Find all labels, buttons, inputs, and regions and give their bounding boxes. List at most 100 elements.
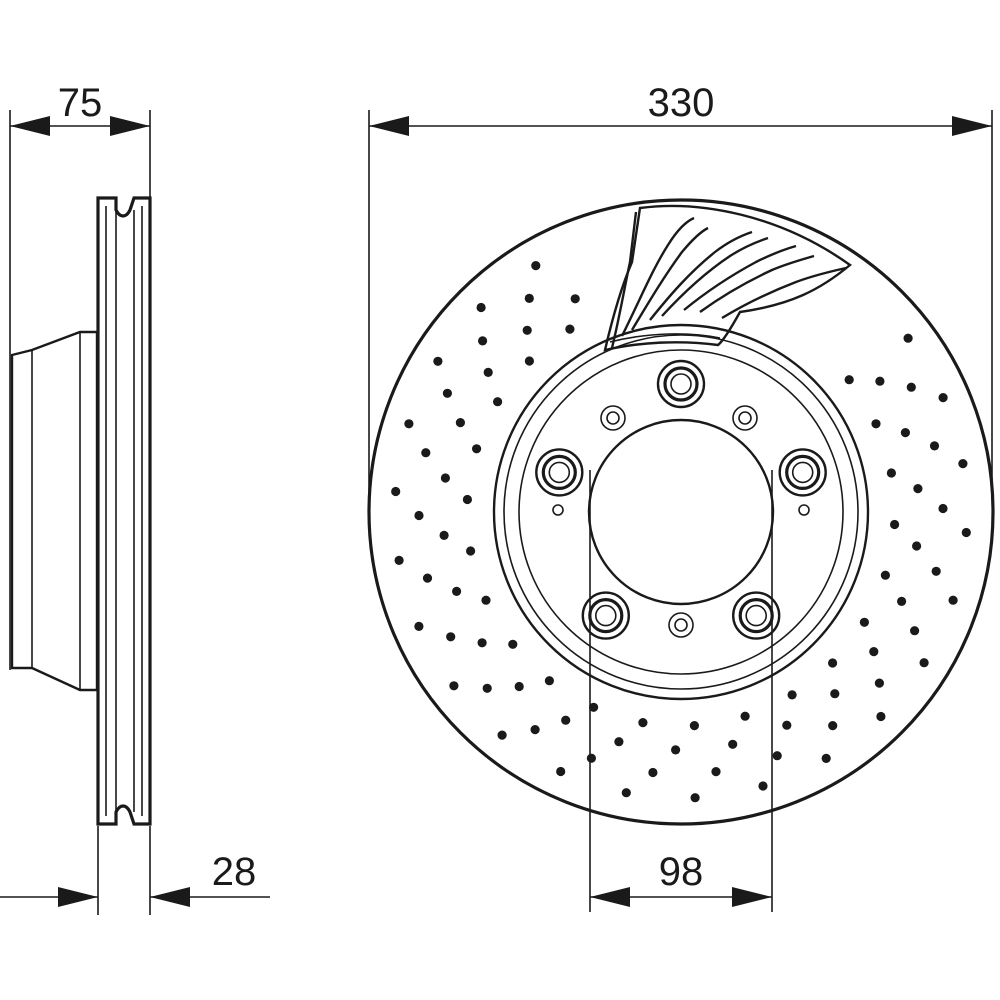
drill-hole [690,793,700,803]
drill-hole [919,658,929,668]
vane [661,236,769,317]
drill-hole [391,486,401,497]
drill-hole [772,751,782,761]
arrowhead [58,887,98,907]
bolt-hole [791,461,814,484]
drill-hole [483,367,493,377]
drill-hole [758,781,768,791]
arrowhead [369,116,409,136]
drill-hole [648,767,658,778]
arrowhead [590,887,630,907]
drill-hole [828,721,838,731]
drill-hole [433,356,443,366]
bolt-hole [745,604,768,627]
bolt-spacing-label: 98 [659,850,704,894]
arrowhead [952,116,992,136]
drill-hole [938,503,948,514]
bolt-hole [738,597,774,634]
bolt-hole [656,359,706,409]
drill-hole [544,676,555,686]
drill-hole [508,639,518,649]
drill-hole [514,681,524,692]
center-bore [587,418,775,606]
drill-hole [452,586,462,597]
arrowhead [110,116,150,136]
locating-hole [606,411,620,425]
bolt-hole [732,591,781,640]
drill-hole [565,324,575,334]
drill-hole [478,336,488,346]
small-hole [552,504,564,516]
drill-hole [404,419,414,429]
drill-hole [958,459,968,469]
drill-hole [900,428,911,438]
drill-hole [689,721,700,731]
friction-ring-inner-edge [492,323,870,701]
drill-hole [522,325,532,335]
vane [620,216,695,337]
drill-hole [671,745,681,755]
drill-hole [440,473,450,483]
drill-hole [462,494,472,505]
wheel-bolt-holes [535,359,827,640]
outer-diameter-label: 330 [648,81,715,125]
bolt-hole [588,597,624,634]
drill-hole [782,720,792,730]
drill-hole [439,530,449,541]
drill-hole [711,767,721,777]
drill-hole [614,737,624,747]
drill-hole [830,689,840,699]
drill-hole [414,510,424,521]
drill-hole [530,725,540,735]
front-view: 330 98 [367,81,995,912]
drill-hole [638,718,648,728]
cross-drilled-holes [391,261,971,803]
drill-hole [871,419,881,429]
drill-hole [556,766,566,777]
drill-hole [910,626,920,636]
disc-outer-edge [367,198,995,826]
drill-hole [421,448,431,458]
bolt-hole [663,366,699,402]
drill-hole [913,484,923,494]
cutaway-hub-edge [609,333,721,343]
drill-hole [446,632,456,642]
drill-hole [586,753,597,763]
drill-hole [859,617,870,627]
drill-hole [455,418,465,428]
drill-hole [728,739,738,749]
cutaway-outline [603,204,852,352]
locating-hole [732,405,758,431]
locating-hole [738,411,752,425]
drill-hole [482,683,492,693]
drill-hole [890,519,900,530]
vane [610,211,638,349]
drill-hole [561,715,571,725]
drill-hole [938,393,948,403]
drill-hole [449,681,459,691]
drill-hole [497,730,507,740]
drill-hole [524,293,534,303]
locating-hole [600,405,626,431]
vane [721,266,847,320]
drill-hole [570,294,580,304]
drill-hole [828,658,838,668]
drill-hole [589,702,599,712]
arrowhead [732,887,772,907]
hub-height-label: 75 [58,81,103,125]
drill-hole [844,375,854,385]
drill-hole [787,690,797,700]
bolt-hole [670,373,692,395]
drill-hole [880,570,891,580]
arrowhead [10,116,50,136]
drill-hole [476,302,486,313]
drill-hole [472,444,482,454]
bolt-hole [778,448,827,497]
drill-hole [821,753,831,764]
vane [683,244,797,311]
drill-hole [481,595,491,605]
disc-thickness-label: 28 [212,850,257,894]
drill-hole [466,546,476,556]
drill-hole [897,596,907,607]
